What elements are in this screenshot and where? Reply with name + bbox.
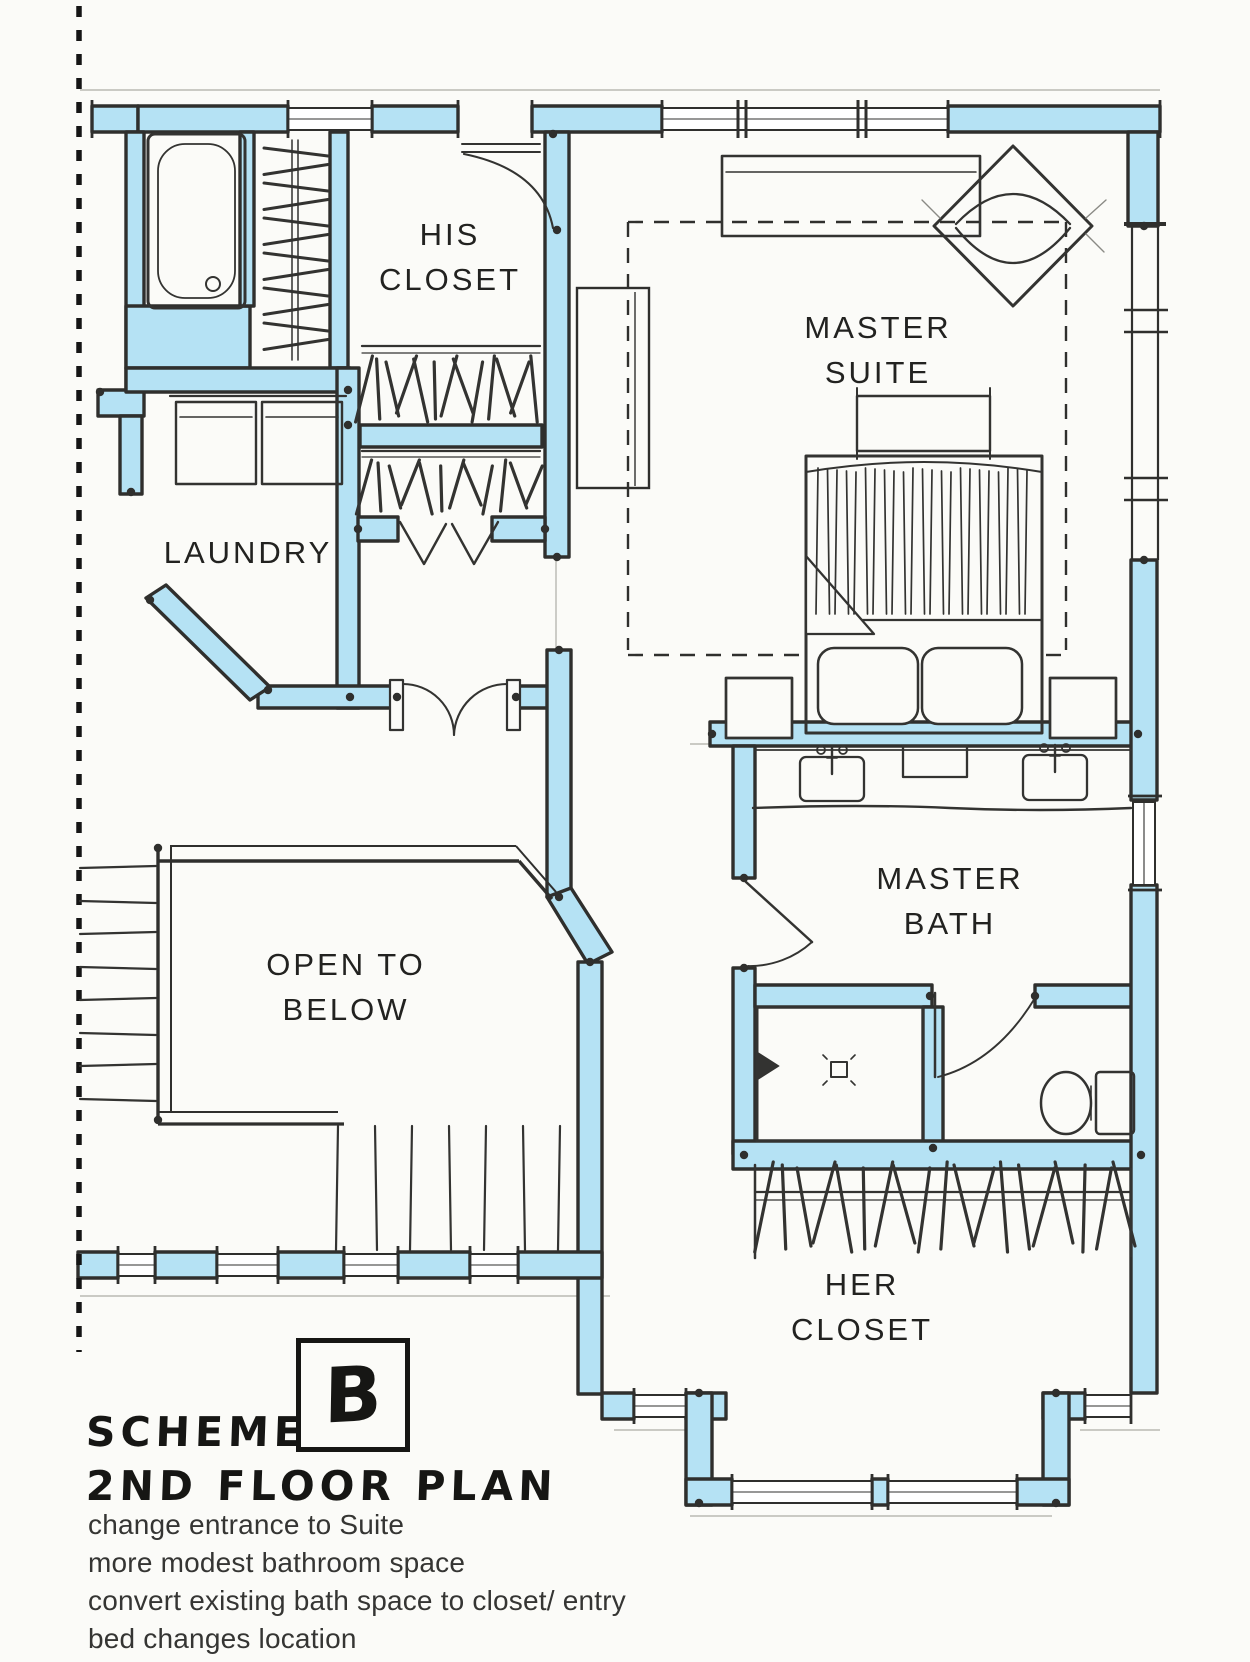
washer-dryer-fixture [168, 394, 348, 486]
label-her-closet: HER CLOSET [790, 1267, 934, 1347]
existing-walls [156, 222, 1168, 1126]
wc-door [933, 991, 1036, 1079]
label-master-suite: MASTER SUITE [804, 310, 952, 390]
bed-fixture [804, 454, 1044, 735]
wall-ticks [90, 100, 1162, 1510]
shower-fixture [755, 1005, 925, 1143]
entry-door-top [461, 143, 555, 230]
toilet-fixture [1039, 1070, 1136, 1136]
corner-chair-fixture [921, 144, 1107, 308]
note-line: convert existing bath space to closet/ e… [88, 1585, 626, 1616]
bench-fixture [855, 387, 992, 460]
scheme-letter: B [323, 1348, 383, 1441]
bifold-door [450, 520, 500, 566]
windows [117, 107, 1156, 1504]
roof-dashed-lines [626, 220, 1068, 657]
dresser-fixture [720, 154, 982, 238]
label-his-closet: HIS CLOSET [378, 217, 522, 297]
fixtures [146, 132, 1136, 1260]
window-midlines [118, 118, 1145, 1493]
note-line: more modest bathroom space [88, 1547, 466, 1578]
plan-title: 2ND FLOOR PLAN [85, 1462, 559, 1510]
pencil-guides [80, 89, 1160, 1517]
label-laundry: LAUNDRY [163, 535, 333, 570]
highlighted-walls [76, 104, 1162, 1507]
hand-stroke-sets [78, 146, 1137, 1254]
label-open-to-below: OPEN TO BELOW [266, 947, 426, 1027]
bifold-door [398, 520, 448, 566]
vanity-fixture [751, 743, 1133, 812]
bathtub-fixture [146, 132, 247, 310]
window-mullion-marks [736, 100, 868, 138]
bath-entry-door [744, 880, 814, 967]
suite-double-door [388, 678, 522, 737]
scheme-letter-box: B [296, 1338, 410, 1452]
nightstand-fixture [1048, 676, 1118, 740]
note-line: change entrance to Suite [88, 1509, 405, 1540]
note-line: bed changes location [88, 1623, 357, 1654]
nightstand-fixture [724, 676, 794, 740]
junction-dots [95, 129, 1149, 1508]
scheme-title: SCHEME [85, 1408, 308, 1456]
label-master-bath: MASTER BATH [876, 861, 1024, 941]
revision-notes: change entrance to Suite more modest bat… [88, 1506, 626, 1658]
